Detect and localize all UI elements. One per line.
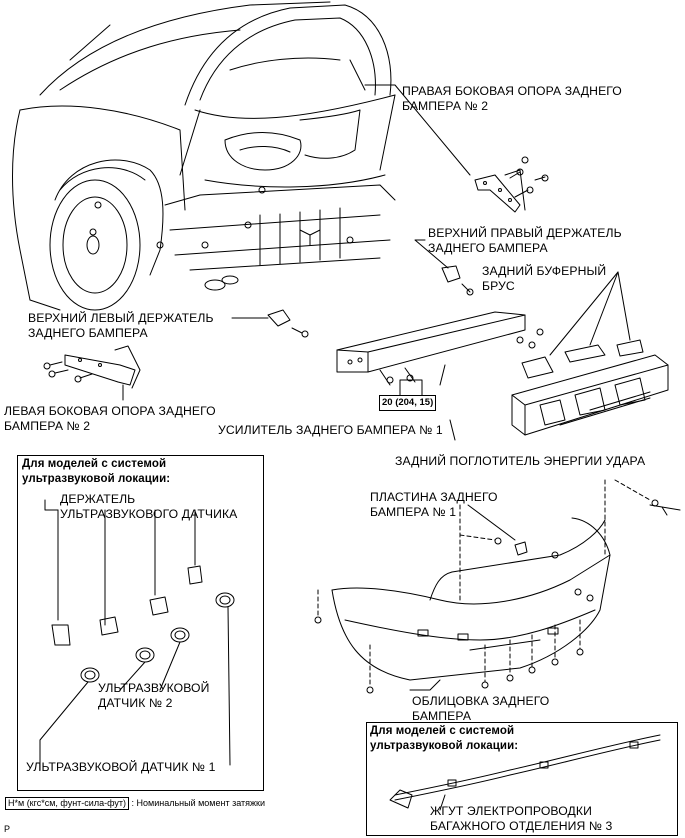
torque-legend: Н*м (кгс*см, фунт-сила-фут) : Номинальны… [5, 797, 265, 810]
bumper-bar-leaders [521, 271, 644, 379]
label-upper-left-retainer: ВЕРХНИЙ ЛЕВЫЙ ДЕРЖАТЕЛЬ ЗАДНЕГО БАМПЕРА [28, 311, 214, 341]
harness-variant-box [366, 722, 678, 836]
label-sensor-1: УЛЬТРАЗВУКОВОЙ ДАТЧИК № 1 [26, 760, 216, 774]
harness-box-drawing [389, 734, 661, 811]
label-luggage-harness: ЖГУТ ЭЛЕКТРОПРОВОДКИ БАГАЖНОГО ОТДЕЛЕНИЯ… [430, 804, 612, 834]
label-upper-right-retainer-line1: ВЕРХНИЙ ПРАВЫЙ ДЕРЖАТЕЛЬ [428, 226, 622, 240]
label-sensor-2-line1: УЛЬТРАЗВУКОВОЙ [98, 681, 210, 695]
upper-right-retainer-part [414, 239, 474, 296]
bumper-cover-part [314, 479, 681, 694]
sensor-box-title-line2: ультразвуковой локации: [22, 473, 171, 485]
right-side-support-part [364, 84, 549, 213]
label-leaders [409, 364, 516, 691]
label-bumper-plate-line1: ПЛАСТИНА ЗАДНЕГО [370, 490, 498, 504]
label-rear-bumper-bar-line2: БРУС [482, 279, 515, 293]
sensor-box-title: Для моделей с системой ультразвуковой ло… [22, 457, 170, 487]
sensor-box-drawing [39, 499, 235, 771]
label-left-side-support-line1: ЛЕВАЯ БОКОВАЯ ОПОРА ЗАДНЕГО [4, 404, 216, 418]
label-bumper-cover-line2: БАМПЕРА [412, 709, 472, 723]
label-bumper-plate: ПЛАСТИНА ЗАДНЕГО БАМПЕРА № 1 [370, 490, 498, 520]
label-luggage-harness-line1: ЖГУТ ЭЛЕКТРОПРОВОДКИ [430, 804, 592, 818]
label-bumper-reinforcement: УСИЛИТЕЛЬ ЗАДНЕГО БАМПЕРА № 1 [218, 423, 443, 437]
torque-spec-box: 20 (204, 15) [379, 395, 437, 411]
upper-left-retainer-part [231, 309, 309, 338]
bumper-reinforcement-part [336, 311, 544, 397]
torque-legend-text: : Номинальный момент затяжки [131, 798, 266, 808]
label-sensor-2: УЛЬТРАЗВУКОВОЙ ДАТЧИК № 2 [98, 681, 210, 711]
label-left-side-support-line2: БАМПЕРА № 2 [4, 419, 91, 433]
label-luggage-harness-line2: БАГАЖНОГО ОТДЕЛЕНИЯ № 3 [430, 819, 613, 833]
torque-legend-key: Н*м (кгс*см, фунт-сила-фут) [5, 797, 129, 810]
label-left-side-support: ЛЕВАЯ БОКОВАЯ ОПОРА ЗАДНЕГО БАМПЕРА № 2 [4, 404, 216, 434]
label-right-side-support-line2: БАМПЕРА № 2 [402, 99, 489, 113]
label-rear-bumper-bar: ЗАДНИЙ БУФЕРНЫЙ БРУС [482, 264, 606, 294]
label-upper-right-retainer: ВЕРХНИЙ ПРАВЫЙ ДЕРЖАТЕЛЬ ЗАДНЕГО БАМПЕРА [428, 226, 622, 256]
label-upper-left-retainer-line1: ВЕРХНИЙ ЛЕВЫЙ ДЕРЖАТЕЛЬ [28, 311, 214, 325]
label-sensor-retainer: ДЕРЖАТЕЛЬ УЛЬТРАЗВУКОВОГО ДАТЧИКА [60, 492, 237, 522]
label-sensor-retainer-line1: ДЕРЖАТЕЛЬ [60, 492, 136, 506]
label-right-side-support: ПРАВАЯ БОКОВАЯ ОПОРА ЗАДНЕГО БАМПЕРА № 2 [402, 84, 622, 114]
left-side-support-part [43, 345, 141, 401]
label-sensor-2-line2: ДАТЧИК № 2 [98, 696, 173, 710]
harness-box-title-line1: Для моделей с системой [370, 725, 515, 737]
energy-absorber-part [511, 354, 669, 436]
label-right-side-support-line1: ПРАВАЯ БОКОВАЯ ОПОРА ЗАДНЕГО [402, 84, 622, 98]
label-bumper-cover: ОБЛИЦОВКА ЗАДНЕГО БАМПЕРА [412, 694, 549, 724]
label-sensor-retainer-line2: УЛЬТРАЗВУКОВОГО ДАТЧИКА [60, 507, 238, 521]
harness-box-title: Для моделей с системой ультразвуковой ло… [370, 724, 518, 754]
label-bumper-plate-line2: БАМПЕРА № 1 [370, 505, 457, 519]
harness-box-title-line2: ультразвуковой локации: [370, 740, 519, 752]
label-upper-right-retainer-line2: ЗАДНЕГО БАМПЕРА [428, 241, 548, 255]
sensor-box-title-line1: Для моделей с системой [22, 458, 167, 470]
label-rear-bumper-bar-line1: ЗАДНИЙ БУФЕРНЫЙ [482, 264, 607, 278]
sensor-variant-box [17, 455, 264, 791]
label-upper-left-retainer-line2: ЗАДНЕГО БАМПЕРА [28, 326, 148, 340]
corner-mark: P [4, 824, 11, 834]
label-bumper-cover-line1: ОБЛИЦОВКА ЗАДНЕГО [412, 694, 550, 708]
label-energy-absorber: ЗАДНИЙ ПОГЛОТИТЕЛЬ ЭНЕРГИИ УДАРА [395, 454, 646, 468]
vehicle-rear-body [12, 1, 396, 311]
